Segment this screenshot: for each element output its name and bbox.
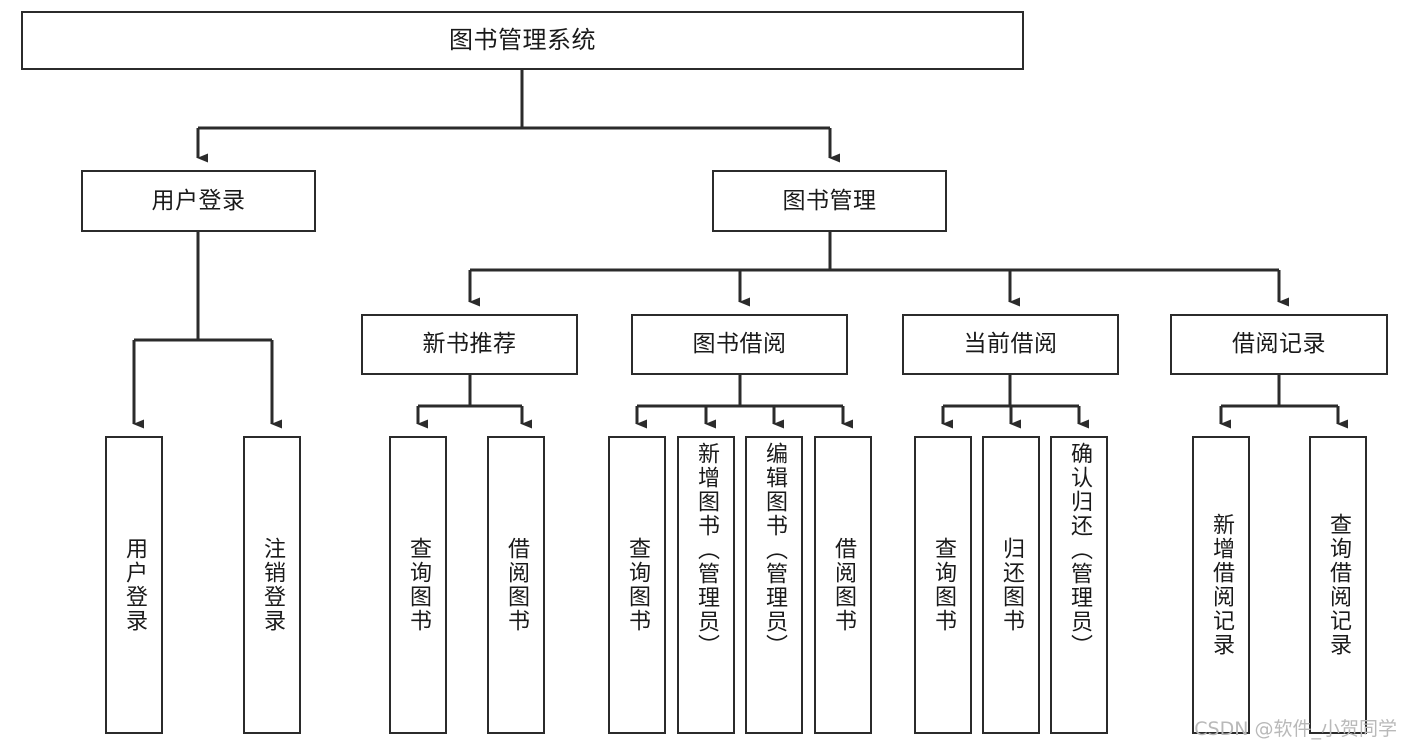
edges-bookmanagement-to-level2 <box>468 232 1289 307</box>
node-label: 新增图书（管理员） <box>693 442 719 658</box>
node-label: 确认归还（管理员） <box>1066 442 1092 658</box>
node-book-management[interactable]: 图书管理 <box>712 170 947 232</box>
node-label: 查询图书 <box>930 537 956 633</box>
leaf-query-borrow-record[interactable]: 查询借阅记录 <box>1309 436 1367 734</box>
node-book-borrow[interactable]: 图书借阅 <box>631 314 848 375</box>
node-label: 图书管理 <box>782 187 877 214</box>
node-new-book-recommend[interactable]: 新书推荐 <box>361 314 578 375</box>
leaf-query-book-borrow[interactable]: 查询图书 <box>608 436 666 734</box>
edges-newbook-to-leaves <box>416 375 532 429</box>
node-label: 借阅图书 <box>503 537 529 633</box>
node-label: 查询借阅记录 <box>1325 513 1351 657</box>
edges-userlogin-to-leaves <box>132 232 282 429</box>
edges-borrowrecord-to-leaves <box>1219 375 1348 429</box>
edges-bookborrow-to-leaves <box>635 375 853 429</box>
edges-root-to-level1 <box>196 70 840 163</box>
leaf-return-book[interactable]: 归还图书 <box>982 436 1040 734</box>
csdn-watermark: CSDN @软件_小贺同学 <box>1194 718 1397 740</box>
leaf-add-borrow-record[interactable]: 新增借阅记录 <box>1192 436 1250 734</box>
node-label: 当前借阅 <box>963 331 1058 358</box>
leaf-logout-login[interactable]: 注销登录 <box>243 436 301 734</box>
leaf-edit-book-admin[interactable]: 编辑图书（管理员） <box>745 436 803 734</box>
node-label: 编辑图书（管理员） <box>761 442 787 658</box>
leaf-query-book-recommend[interactable]: 查询图书 <box>389 436 447 734</box>
leaf-borrow-book-recommend[interactable]: 借阅图书 <box>487 436 545 734</box>
leaf-add-book-admin[interactable]: 新增图书（管理员） <box>677 436 735 734</box>
node-label: 图书管理系统 <box>449 25 596 54</box>
leaf-user-login[interactable]: 用户登录 <box>105 436 163 734</box>
node-label: 新增借阅记录 <box>1208 513 1234 657</box>
node-label: 查询图书 <box>405 537 431 633</box>
leaf-borrow-book-borrow[interactable]: 借阅图书 <box>814 436 872 734</box>
node-label: 图书借阅 <box>692 331 787 358</box>
node-label: 归还图书 <box>998 537 1024 633</box>
node-label: 用户登录 <box>121 537 147 633</box>
node-label: 注销登录 <box>259 537 285 633</box>
leaf-confirm-return-admin[interactable]: 确认归还（管理员） <box>1050 436 1108 734</box>
edges-currentborrow-to-leaves <box>941 375 1089 429</box>
node-current-borrow[interactable]: 当前借阅 <box>902 314 1119 375</box>
node-label: 借阅记录 <box>1232 331 1326 358</box>
leaf-query-book-current[interactable]: 查询图书 <box>914 436 972 734</box>
node-label: 用户登录 <box>151 187 246 214</box>
node-label: 新书推荐 <box>422 331 517 358</box>
node-label: 查询图书 <box>624 537 650 633</box>
node-root-book-management-system[interactable]: 图书管理系统 <box>21 11 1024 70</box>
node-borrow-record[interactable]: 借阅记录 <box>1170 314 1388 375</box>
node-user-login[interactable]: 用户登录 <box>81 170 316 232</box>
node-label: 借阅图书 <box>830 537 856 633</box>
